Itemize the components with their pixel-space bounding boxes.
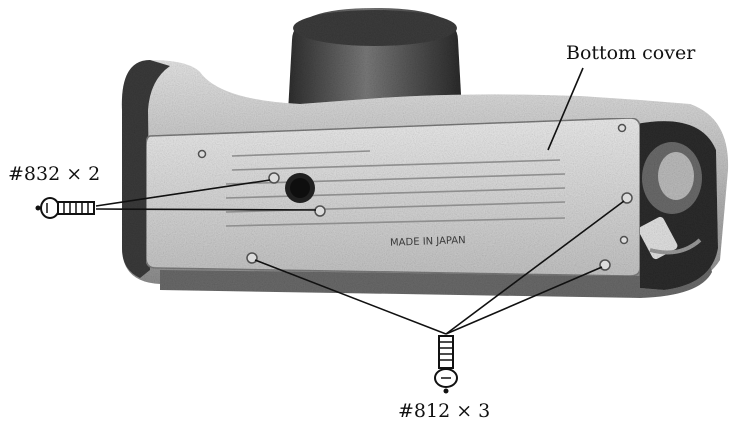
leader-bottom-cover [547, 67, 584, 151]
screw-812-label: #812 × 3 [398, 400, 491, 422]
battery-compartment [636, 121, 718, 291]
screw-hole-832-b [314, 205, 326, 217]
screw-832-icon [35, 197, 95, 219]
leader-812-a [254, 259, 447, 335]
screw-hole-812-c [621, 192, 633, 204]
cover-corner-hole [619, 235, 629, 245]
screw-holes [197, 123, 633, 271]
made-in-japan-engraving: MADE IN JAPAN [390, 235, 466, 249]
leader-lines [95, 67, 625, 335]
screw-hole-812-b [599, 259, 611, 271]
leader-812-c [445, 200, 625, 335]
tripod-socket [285, 173, 315, 203]
cover-corner-hole [197, 149, 207, 159]
leader-832-b [95, 208, 317, 211]
leader-832-a [95, 179, 271, 207]
screw-812-icon [434, 335, 458, 394]
bottom-cover-plate [145, 117, 641, 277]
screw-hole-832-a [268, 172, 280, 184]
lens-barrel [288, 8, 462, 112]
leader-812-b [445, 266, 603, 335]
screw-hole-812-a [246, 252, 258, 264]
bottom-cover-label: Bottom cover [566, 42, 696, 64]
screw-832-label: #832 × 2 [8, 163, 101, 185]
cover-corner-hole [617, 123, 627, 133]
